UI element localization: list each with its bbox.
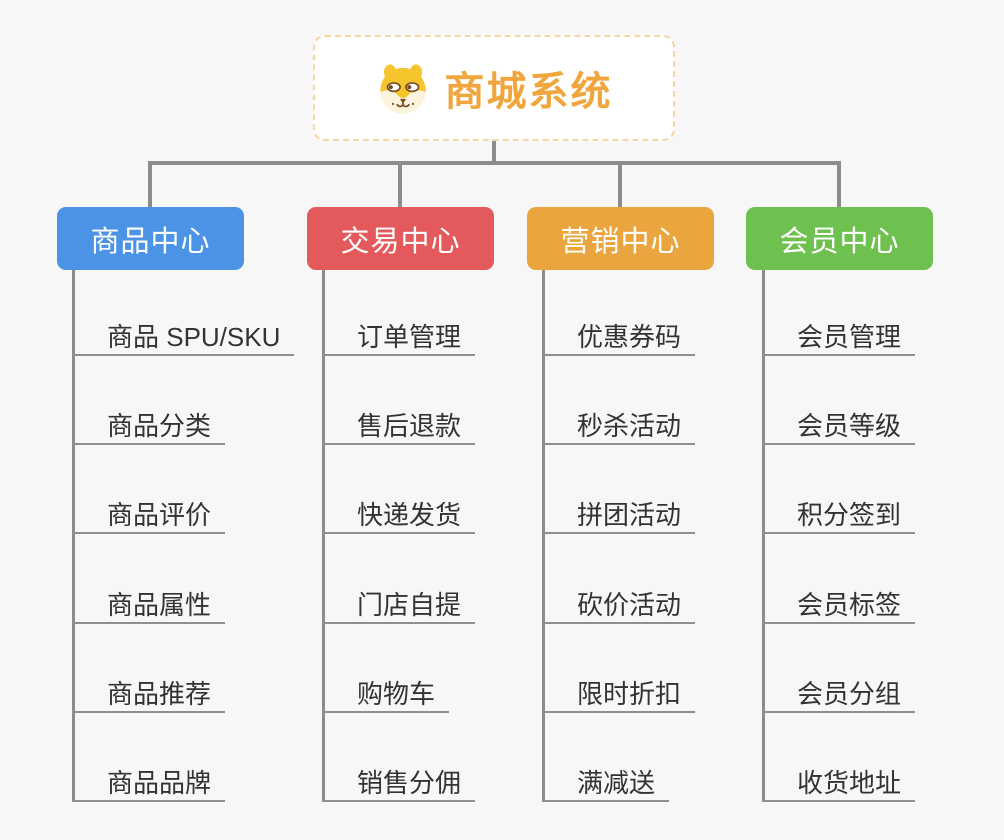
branch-node-member-center[interactable]: 会员中心: [746, 207, 933, 270]
leaf-node[interactable]: 收货地址: [762, 766, 916, 802]
leaf-node[interactable]: 销售分佣: [322, 766, 476, 802]
leaf-node[interactable]: 快递发货: [322, 498, 476, 534]
connector-column-line-member: [762, 269, 765, 802]
connector-drop-trade: [398, 163, 402, 208]
leaf-node[interactable]: 商品属性: [72, 588, 226, 624]
leaf-node[interactable]: 订单管理: [322, 320, 476, 356]
branch-node-marketing-center[interactable]: 营销中心: [527, 207, 714, 270]
connector-drop-product: [148, 163, 152, 208]
leaf-node[interactable]: 限时折扣: [542, 677, 696, 713]
leaf-node[interactable]: 商品评价: [72, 498, 226, 534]
connector-horizontal-rail: [148, 161, 841, 165]
connector-column-line-marketing: [542, 269, 545, 802]
leaf-node[interactable]: 商品品牌: [72, 766, 226, 802]
dog-face-icon: [379, 64, 426, 114]
leaf-node[interactable]: 砍价活动: [542, 588, 696, 624]
connector-drop-member: [837, 163, 841, 208]
leaf-node[interactable]: 商品 SPU/SKU: [72, 320, 295, 356]
root-node-label: 商城系统: [444, 70, 613, 114]
leaf-node[interactable]: 会员等级: [762, 409, 916, 445]
connector-drop-marketing: [618, 163, 622, 208]
leaf-node[interactable]: 门店自提: [322, 588, 476, 624]
leaf-node[interactable]: 会员管理: [762, 320, 916, 356]
leaf-node[interactable]: 商品分类: [72, 409, 226, 445]
leaf-node[interactable]: 满减送: [542, 766, 670, 802]
leaf-node[interactable]: 优惠券码: [542, 320, 696, 356]
branch-node-trade-center[interactable]: 交易中心: [307, 207, 494, 270]
leaf-node[interactable]: 会员标签: [762, 588, 916, 624]
connector-column-line-trade: [322, 269, 325, 802]
connector-column-line-product: [72, 269, 75, 802]
leaf-node[interactable]: 积分签到: [762, 498, 916, 534]
connector-root-drop: [492, 139, 496, 164]
leaf-node[interactable]: 拼团活动: [542, 498, 696, 534]
leaf-node[interactable]: 购物车: [322, 677, 450, 713]
leaf-node[interactable]: 商品推荐: [72, 677, 226, 713]
leaf-node[interactable]: 秒杀活动: [542, 409, 696, 445]
branch-node-product-center[interactable]: 商品中心: [57, 207, 244, 270]
leaf-node[interactable]: 会员分组: [762, 677, 916, 713]
root-node[interactable]: 商城系统: [313, 35, 675, 141]
leaf-node[interactable]: 售后退款: [322, 409, 476, 445]
